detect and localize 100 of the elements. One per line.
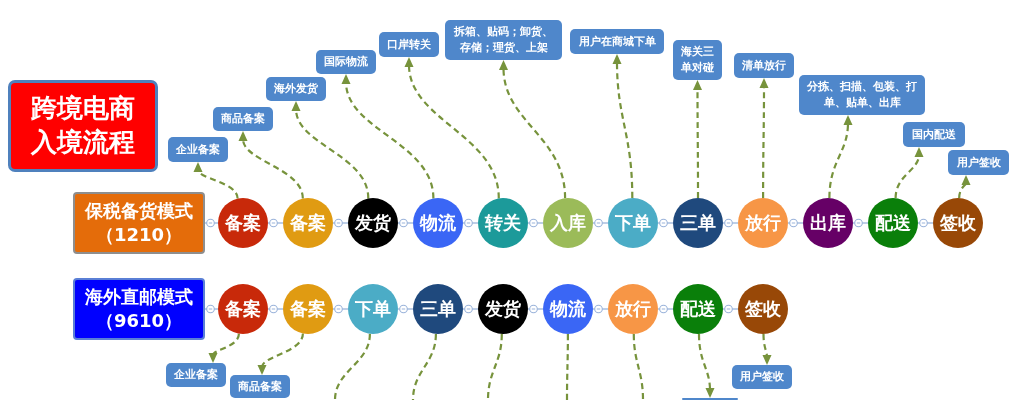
callout-box bbox=[316, 50, 376, 74]
step-label: 出库 bbox=[810, 212, 846, 234]
dashed-arrow bbox=[291, 101, 370, 199]
mode-box bbox=[73, 192, 205, 254]
dashed-arrow bbox=[258, 333, 304, 375]
mode-label: 海外直邮模式（9610） bbox=[84, 284, 194, 333]
step-label: 物流 bbox=[420, 212, 456, 234]
connector-line bbox=[917, 218, 934, 228]
step-label: 物流 bbox=[550, 298, 586, 320]
callout-box bbox=[570, 29, 664, 54]
dashed-arrow bbox=[499, 60, 567, 199]
callout-text: 国内配送 bbox=[912, 126, 956, 143]
dashed-arrow bbox=[209, 333, 240, 363]
connector-line bbox=[592, 304, 609, 314]
callout-box bbox=[168, 137, 228, 162]
dashed-arrow bbox=[693, 80, 702, 198]
step-circle bbox=[218, 284, 268, 334]
step-label: 三单 bbox=[680, 212, 716, 234]
step-circle bbox=[803, 198, 853, 248]
step-circle bbox=[933, 198, 983, 248]
dashed-line bbox=[632, 333, 645, 400]
step-circle bbox=[738, 284, 788, 334]
callout-box bbox=[445, 20, 562, 60]
callout-box bbox=[673, 40, 722, 80]
step-label: 备案 bbox=[290, 212, 326, 234]
dashed-line bbox=[565, 334, 569, 400]
step-circle bbox=[348, 284, 398, 334]
callout-box bbox=[903, 122, 965, 147]
step-label: 备案 bbox=[225, 212, 261, 234]
callout-text: 国际物流 bbox=[324, 54, 368, 70]
dashed-arrow bbox=[828, 115, 853, 199]
callout-text: 商品备案 bbox=[238, 378, 282, 395]
connector-line bbox=[267, 218, 284, 228]
connector-line bbox=[204, 218, 219, 228]
callout-box bbox=[266, 77, 326, 101]
step-label: 签收 bbox=[745, 298, 781, 320]
step-circle bbox=[543, 284, 593, 334]
dashed-line bbox=[333, 333, 371, 400]
callout-text: 企业备案 bbox=[176, 141, 220, 158]
connector-line bbox=[592, 218, 609, 228]
step-circle bbox=[608, 198, 658, 248]
step-circle bbox=[283, 198, 333, 248]
step-circle bbox=[413, 198, 463, 248]
connector-line bbox=[787, 218, 804, 228]
connector-line bbox=[527, 218, 544, 228]
dashed-line bbox=[411, 333, 437, 400]
dashed-line bbox=[486, 333, 503, 400]
step-circle bbox=[348, 198, 398, 248]
dashed-arrow bbox=[762, 333, 772, 365]
step-label: 转关 bbox=[485, 212, 521, 234]
dashed-arrow bbox=[239, 131, 304, 199]
connector-line bbox=[852, 218, 869, 228]
step-circle bbox=[543, 198, 593, 248]
step-label: 发货 bbox=[355, 212, 391, 234]
step-label: 下单 bbox=[615, 212, 651, 234]
dashed-arrow bbox=[958, 175, 970, 199]
connector-line bbox=[657, 218, 674, 228]
dashed-arrow bbox=[194, 162, 239, 199]
step-label: 下单 bbox=[355, 298, 391, 320]
step-label: 签收 bbox=[940, 212, 976, 234]
callout-text: 清单放行 bbox=[742, 57, 786, 74]
callout-box bbox=[379, 32, 439, 57]
step-circle bbox=[478, 198, 528, 248]
connector-line bbox=[657, 304, 674, 314]
step-circle bbox=[413, 284, 463, 334]
callout-text: 商品备案 bbox=[221, 111, 265, 127]
callout-box bbox=[213, 107, 273, 131]
callout-text: 企业备案 bbox=[174, 367, 218, 383]
mode-label: 保税备货模式（1210） bbox=[83, 198, 194, 247]
callout-text: 用户签收 bbox=[740, 369, 784, 385]
step-circle bbox=[868, 198, 918, 248]
step-label: 备案 bbox=[290, 298, 326, 320]
step-label: 配送 bbox=[680, 298, 716, 320]
connector-line bbox=[527, 304, 544, 314]
step-label: 备案 bbox=[225, 298, 261, 320]
callout-text: 海外发货 bbox=[274, 81, 318, 97]
callout-text: 用户在商城下单 bbox=[578, 33, 656, 50]
connector-line bbox=[462, 304, 479, 314]
dashed-arrow bbox=[697, 333, 715, 398]
step-label: 配送 bbox=[875, 212, 911, 234]
mode-box bbox=[73, 278, 205, 340]
step-circle bbox=[218, 198, 268, 248]
connector-line bbox=[722, 218, 739, 228]
connector-line bbox=[267, 304, 284, 314]
step-label: 放行 bbox=[615, 298, 651, 320]
callout-text: 拆箱、贴码；卸货、存储；理货、上架 bbox=[453, 24, 554, 56]
callout-text: 分拣、扫描、包装、打单、贴单、出库 bbox=[806, 79, 918, 111]
dashed-arrow bbox=[894, 147, 924, 199]
step-label: 入库 bbox=[550, 212, 586, 234]
title-box bbox=[8, 80, 158, 172]
callout-text: 口岸转关 bbox=[387, 36, 431, 53]
step-circle bbox=[283, 284, 333, 334]
connector-line bbox=[397, 304, 414, 314]
connector-line bbox=[462, 218, 479, 228]
title-text: 跨境电商入境流程 bbox=[29, 92, 136, 159]
dashed-arrow bbox=[759, 78, 769, 198]
connector-line bbox=[722, 304, 739, 314]
step-label: 三单 bbox=[420, 298, 456, 320]
dashed-arrow bbox=[404, 57, 500, 199]
callout-box bbox=[732, 365, 792, 389]
